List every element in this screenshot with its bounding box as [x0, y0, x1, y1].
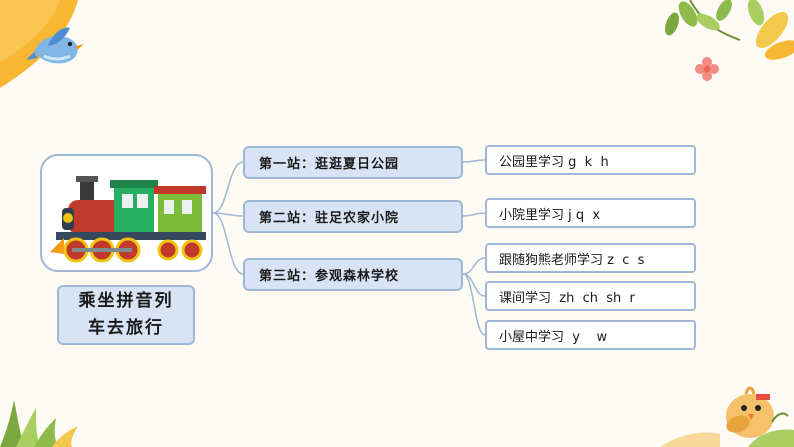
root-title-node: 乘坐拼音列车去旅行: [57, 285, 195, 345]
leaf-node-station3-b: 课间学习 zh ch sh r: [485, 281, 696, 311]
leaf-branch-icon: [665, 0, 794, 60]
leaf-node-station2: 小院里学习 j q x: [485, 198, 696, 228]
root-image-card: [40, 154, 213, 272]
leaf-node-station3-c: 小屋中学习 y w: [485, 320, 696, 350]
flower-icon: [695, 57, 719, 81]
leaf-node-station1: 公园里学习 g k h: [485, 145, 696, 175]
bird-icon: [26, 27, 84, 64]
leaf-node-station3-a: 跟随狗熊老师学习 z c s: [485, 243, 696, 273]
station-node-2: 第二站：驻足农家小院: [243, 200, 463, 233]
station-node-3: 第三站：参观森林学校: [243, 258, 463, 291]
train-illustration-icon: [50, 176, 206, 263]
chick-icon: [660, 386, 794, 447]
station-node-1: 第一站：逛逛夏日公园: [243, 146, 463, 179]
grass-icon: [0, 400, 78, 447]
root-title-text: 乘坐拼音列车去旅行: [78, 291, 174, 338]
